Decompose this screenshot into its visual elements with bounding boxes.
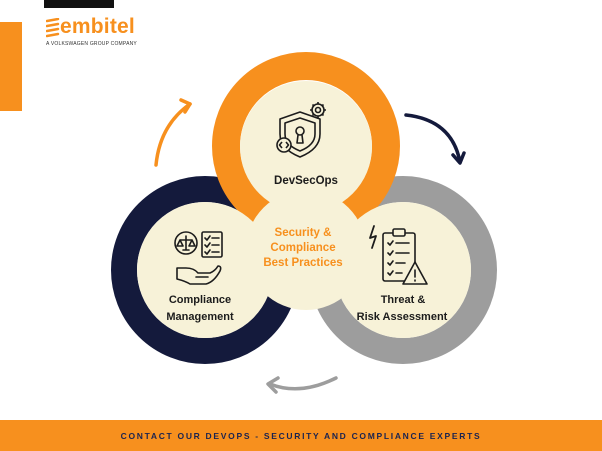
navy-cycle-arrow <box>404 113 462 164</box>
brand-tagline: A VOLKSWAGEN GROUP COMPANY <box>46 41 137 47</box>
orange-arrowhead-icon <box>179 98 192 114</box>
orange-cycle-arrow <box>154 102 192 167</box>
threat-label-line2: Risk Assessment <box>357 311 448 323</box>
top-accent-bar <box>44 0 114 8</box>
gray-cycle-arrow <box>268 376 338 391</box>
cta-banner[interactable]: CONTACT OUR DEVOPS - SECURITY AND COMPLI… <box>0 420 602 451</box>
embitel-logo-icon <box>46 18 60 38</box>
cta-text[interactable]: CONTACT OUR DEVOPS - SECURITY AND COMPLI… <box>120 430 482 441</box>
brand-name: embitel <box>60 15 135 38</box>
devsecops-label: DevSecOps <box>274 175 338 187</box>
threat-fill <box>335 202 471 338</box>
compliance-label-line1: Compliance <box>169 294 231 306</box>
compliance-fill <box>137 202 273 338</box>
clipboard-warning-icon <box>369 225 428 285</box>
threat-label-line1: Threat & <box>381 294 426 306</box>
compliance-label-line2: Management <box>166 311 234 323</box>
devsecops-fill <box>240 81 372 213</box>
navy-arrowhead-icon <box>451 151 466 165</box>
shield-gear-code-icon <box>276 102 326 158</box>
center-title-line1: Security & <box>275 227 332 239</box>
center-fill <box>246 190 366 310</box>
scale-checklist-hand-icon <box>174 231 223 285</box>
side-accent-bar <box>0 22 22 111</box>
gray-arrowhead-icon <box>266 376 280 394</box>
security-compliance-diagram: DevSecOps Compliance Management Threat &… <box>111 52 497 394</box>
center-title-line2: Compliance <box>270 242 335 254</box>
center-title-line3: Best Practices <box>263 257 342 269</box>
